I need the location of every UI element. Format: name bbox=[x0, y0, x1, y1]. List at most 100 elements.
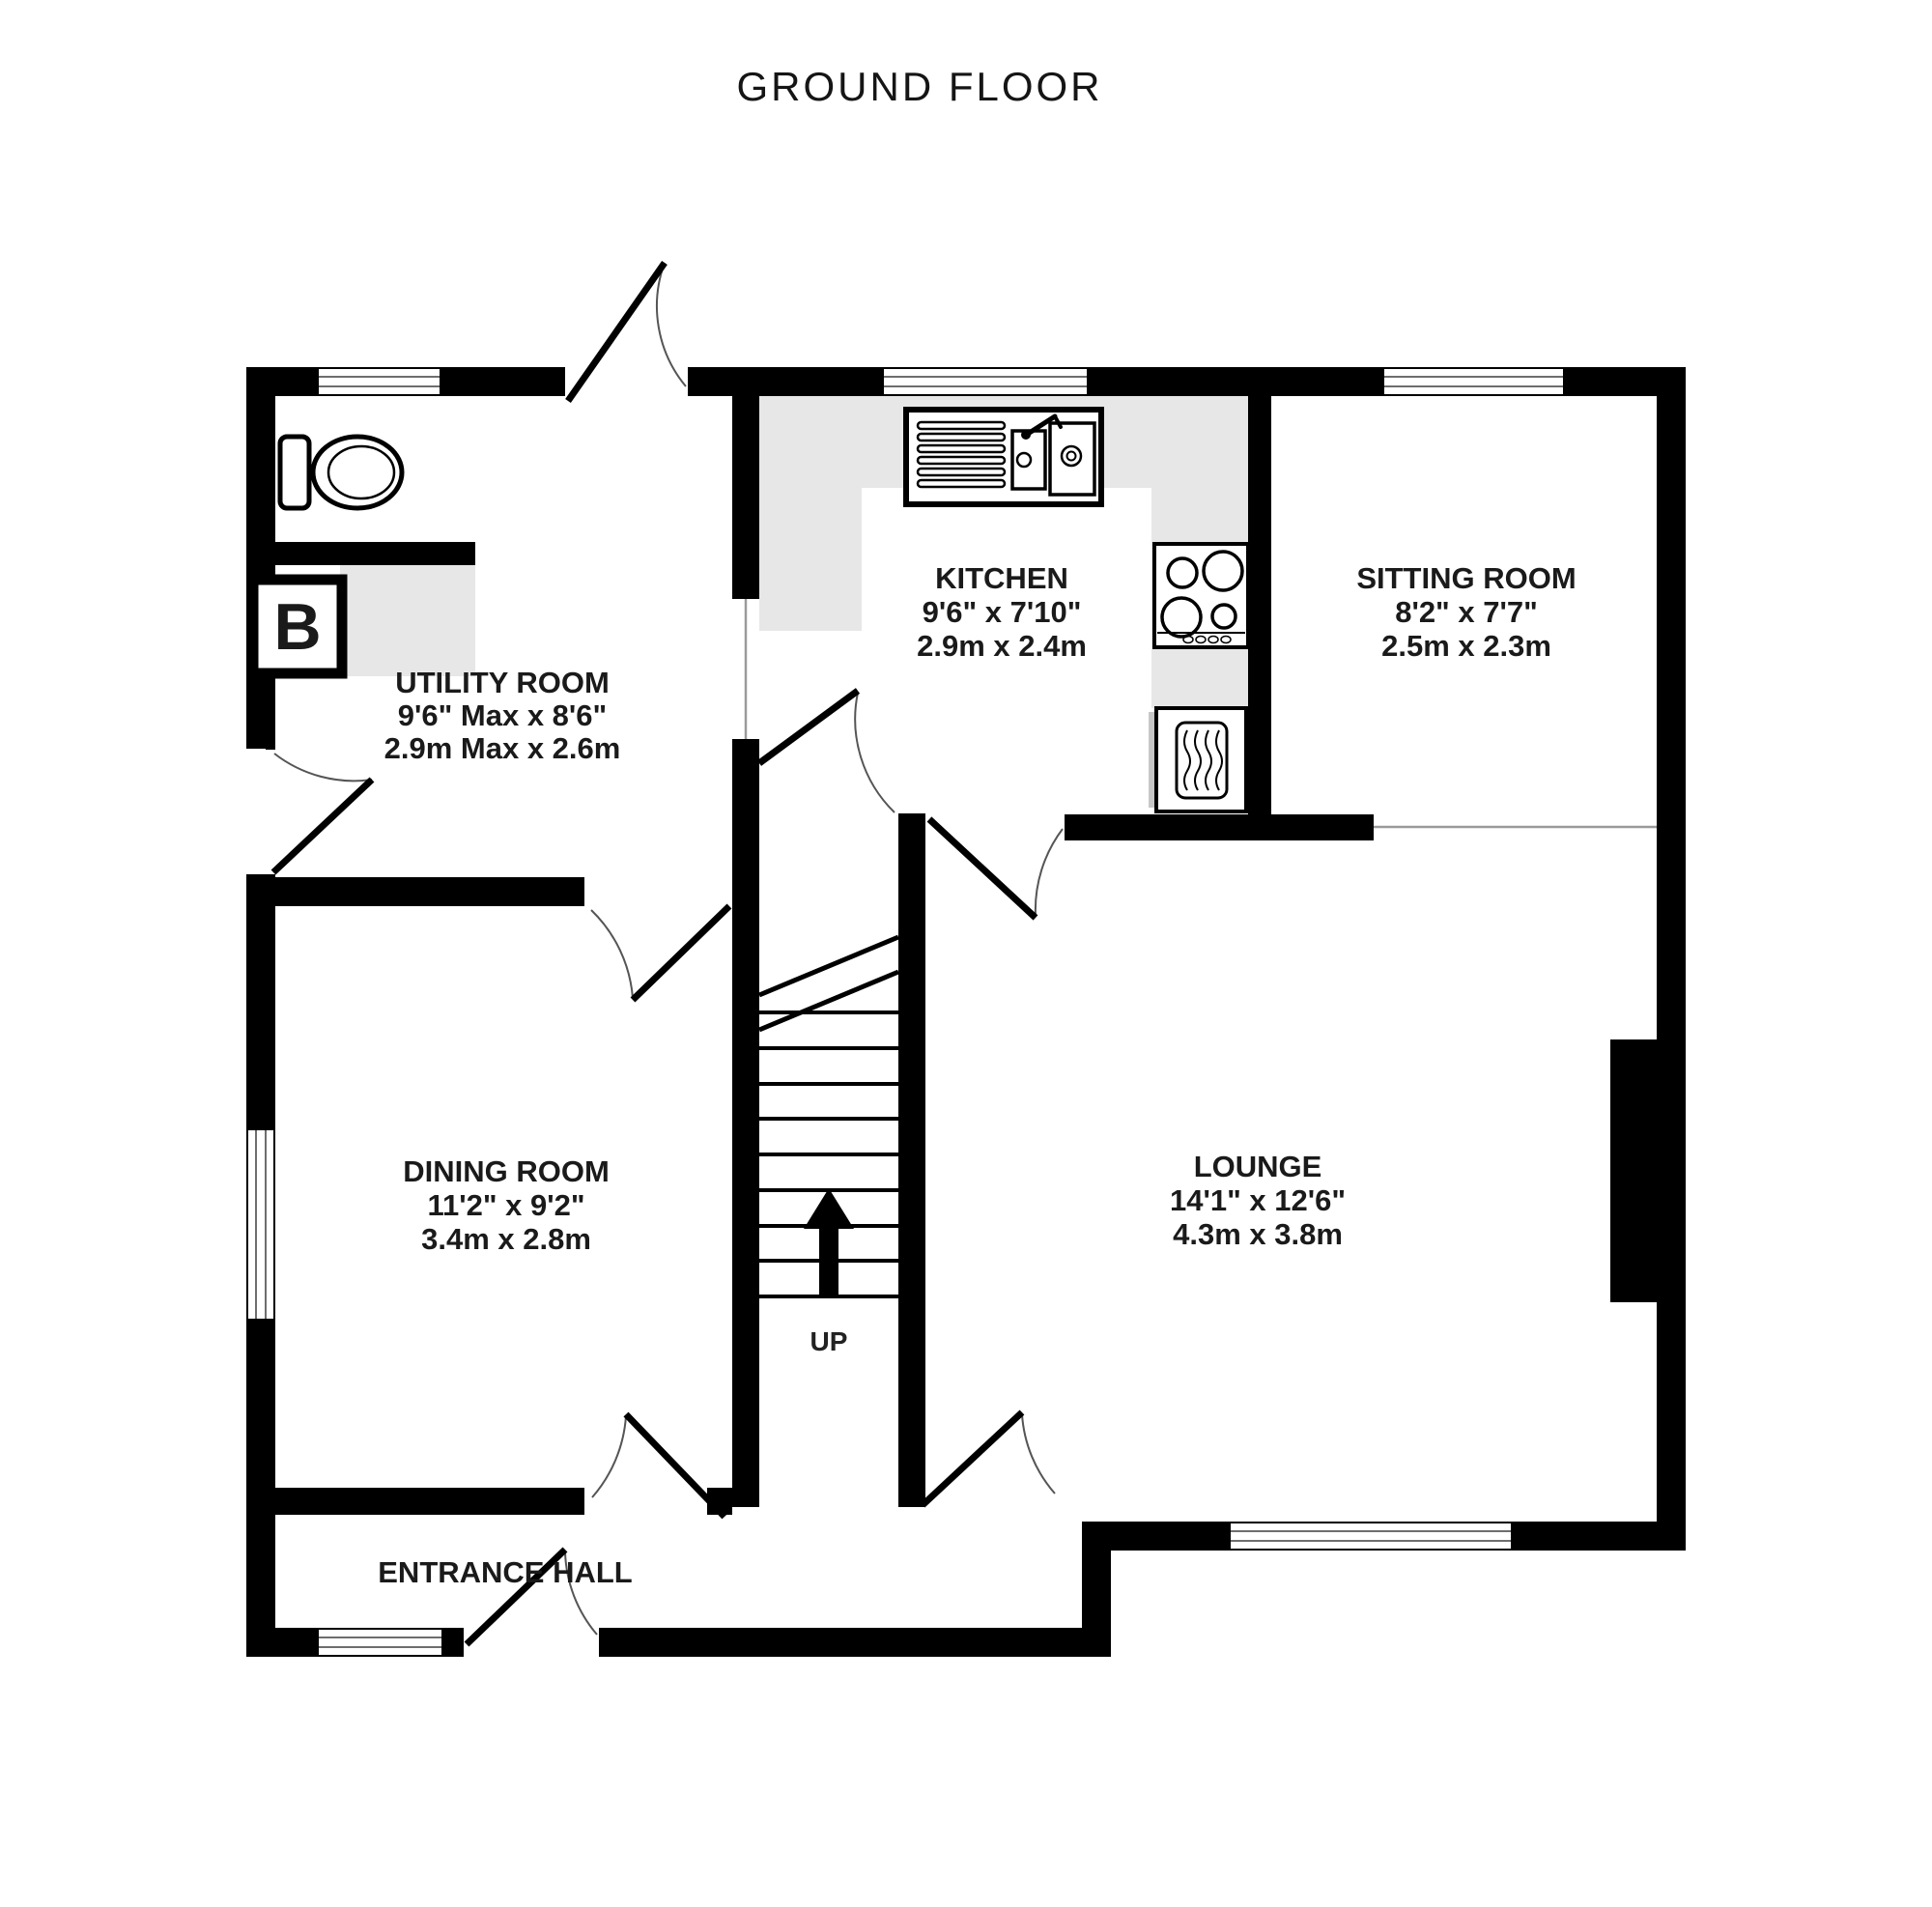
wall-segment bbox=[898, 813, 925, 1507]
room-name: KITCHEN bbox=[935, 561, 1068, 595]
room-name: ENTRANCE HALL bbox=[378, 1555, 633, 1589]
radiator-icon bbox=[1149, 706, 1248, 813]
plan-geometry bbox=[756, 688, 861, 766]
wall-segment bbox=[688, 367, 884, 396]
plan-geometry bbox=[319, 1628, 441, 1657]
stairs-up-label: UP bbox=[810, 1326, 848, 1356]
wall-segment bbox=[275, 542, 475, 565]
doors bbox=[270, 260, 1064, 1647]
plan-geometry bbox=[319, 367, 440, 396]
room-dim-imperial: 14'1" x 12'6" bbox=[1170, 1183, 1346, 1217]
chimney-breast bbox=[1610, 1039, 1657, 1302]
plan-geometry bbox=[1065, 450, 1077, 462]
sink-icon bbox=[903, 407, 1104, 507]
room-label-kitchen: KITCHEN 9'6" x 7'10" 2.9m x 2.4m bbox=[917, 561, 1087, 663]
plan-geometry bbox=[270, 777, 375, 875]
room-dim-imperial: 11'2" x 9'2" bbox=[427, 1188, 584, 1222]
plan-geometry bbox=[1220, 635, 1232, 644]
wall-segment bbox=[246, 1628, 319, 1657]
wall-segment bbox=[275, 877, 584, 906]
worktop-counters bbox=[340, 396, 1248, 708]
room-label-sitting: SITTING ROOM 8'2" x 7'7" 2.5m x 2.3m bbox=[1356, 561, 1576, 663]
plan-geometry bbox=[1025, 413, 1058, 437]
plan-geometry bbox=[1195, 635, 1207, 644]
wall-segment bbox=[1065, 814, 1374, 840]
stairs: UP bbox=[758, 934, 899, 1356]
up-arrow-icon bbox=[804, 1188, 854, 1298]
room-dim-metric: 2.9m x 2.4m bbox=[917, 629, 1087, 663]
plan-geometry bbox=[1053, 414, 1063, 429]
room-label-lounge: LOUNGE 14'1" x 12'6" 4.3m x 3.8m bbox=[1170, 1150, 1346, 1251]
plan-geometry bbox=[310, 434, 405, 511]
room-name: SITTING ROOM bbox=[1356, 561, 1576, 595]
plan-geometry bbox=[1166, 556, 1199, 589]
room-name: UTILITY ROOM bbox=[395, 666, 610, 699]
wall-segment bbox=[1511, 1522, 1686, 1551]
plan-geometry bbox=[1015, 451, 1033, 469]
plan-geometry bbox=[1202, 550, 1244, 592]
plan-geometry bbox=[246, 1130, 275, 1319]
plan-geometry bbox=[854, 692, 895, 813]
wall-segment bbox=[1087, 367, 1384, 396]
wall-segment bbox=[1657, 367, 1686, 1551]
plan-geometry bbox=[916, 432, 1007, 442]
front-door bbox=[464, 1547, 598, 1647]
plan-geometry bbox=[1021, 430, 1031, 440]
dining-room-door bbox=[590, 903, 732, 1003]
utility-side-door bbox=[270, 753, 375, 875]
plan-geometry bbox=[277, 434, 312, 511]
wall-tick bbox=[266, 741, 275, 750]
plan-geometry bbox=[464, 1547, 568, 1647]
plan-geometry bbox=[804, 1188, 854, 1229]
plan-geometry bbox=[591, 1415, 627, 1498]
room-dim-metric: 2.9m Max x 2.6m bbox=[384, 731, 621, 765]
wall-segment bbox=[441, 1628, 464, 1657]
room-dim-imperial: 9'6" x 7'10" bbox=[923, 595, 1082, 629]
plan-geometry bbox=[1208, 635, 1219, 644]
plan-geometry bbox=[916, 443, 1007, 454]
plan-geometry bbox=[623, 1411, 727, 1520]
plan-geometry bbox=[916, 420, 1007, 431]
stair-break-line bbox=[758, 934, 899, 998]
plan-geometry bbox=[327, 444, 396, 500]
room-name: DINING ROOM bbox=[403, 1154, 610, 1188]
room-dim-metric: 3.4m x 2.8m bbox=[421, 1222, 591, 1256]
dining-room-window bbox=[246, 1130, 275, 1319]
windows bbox=[246, 367, 1563, 1657]
wall-segment bbox=[732, 396, 759, 599]
page-title: GROUND FLOOR bbox=[736, 64, 1102, 109]
plan-geometry bbox=[1210, 603, 1237, 630]
plan-geometry bbox=[1215, 729, 1223, 791]
plan-geometry bbox=[1231, 1522, 1511, 1551]
plan-geometry bbox=[564, 1551, 598, 1636]
lounge-south-door bbox=[920, 1409, 1056, 1508]
plan-geometry bbox=[655, 262, 687, 387]
plan-geometry bbox=[1152, 542, 1250, 649]
hall-dining-door bbox=[591, 1411, 727, 1520]
room-name: LOUNGE bbox=[1194, 1150, 1322, 1183]
plan-geometry bbox=[926, 816, 1038, 921]
plan-geometry bbox=[1048, 421, 1096, 497]
plan-geometry bbox=[1021, 1413, 1056, 1494]
room-label-hall: ENTRANCE HALL bbox=[378, 1555, 633, 1589]
kitchen-counter-left bbox=[759, 488, 862, 631]
wall-segment bbox=[246, 874, 275, 1130]
plan-geometry bbox=[920, 1409, 1025, 1508]
room-label-dining: DINING ROOM 11'2" x 9'2" 3.4m x 2.8m bbox=[403, 1154, 610, 1256]
back-door bbox=[565, 260, 687, 404]
entrance-hall-window bbox=[319, 1628, 441, 1657]
plan-geometry bbox=[916, 455, 1007, 466]
room-dim-metric: 4.3m x 3.8m bbox=[1173, 1217, 1343, 1251]
toilet-icon bbox=[277, 434, 405, 511]
plan-geometry bbox=[247, 574, 348, 679]
plan-geometry bbox=[1175, 721, 1229, 800]
plan-geometry bbox=[884, 367, 1087, 396]
plan-geometry bbox=[916, 478, 1007, 489]
walls bbox=[246, 367, 1686, 1657]
wall-segment bbox=[599, 1628, 1111, 1657]
open-passages bbox=[744, 599, 1657, 829]
kitchen-window bbox=[884, 367, 1087, 396]
plan-geometry bbox=[1149, 712, 1157, 808]
plan-geometry bbox=[1194, 729, 1202, 791]
room-dim-imperial: 9'6" Max x 8'6" bbox=[398, 698, 608, 732]
